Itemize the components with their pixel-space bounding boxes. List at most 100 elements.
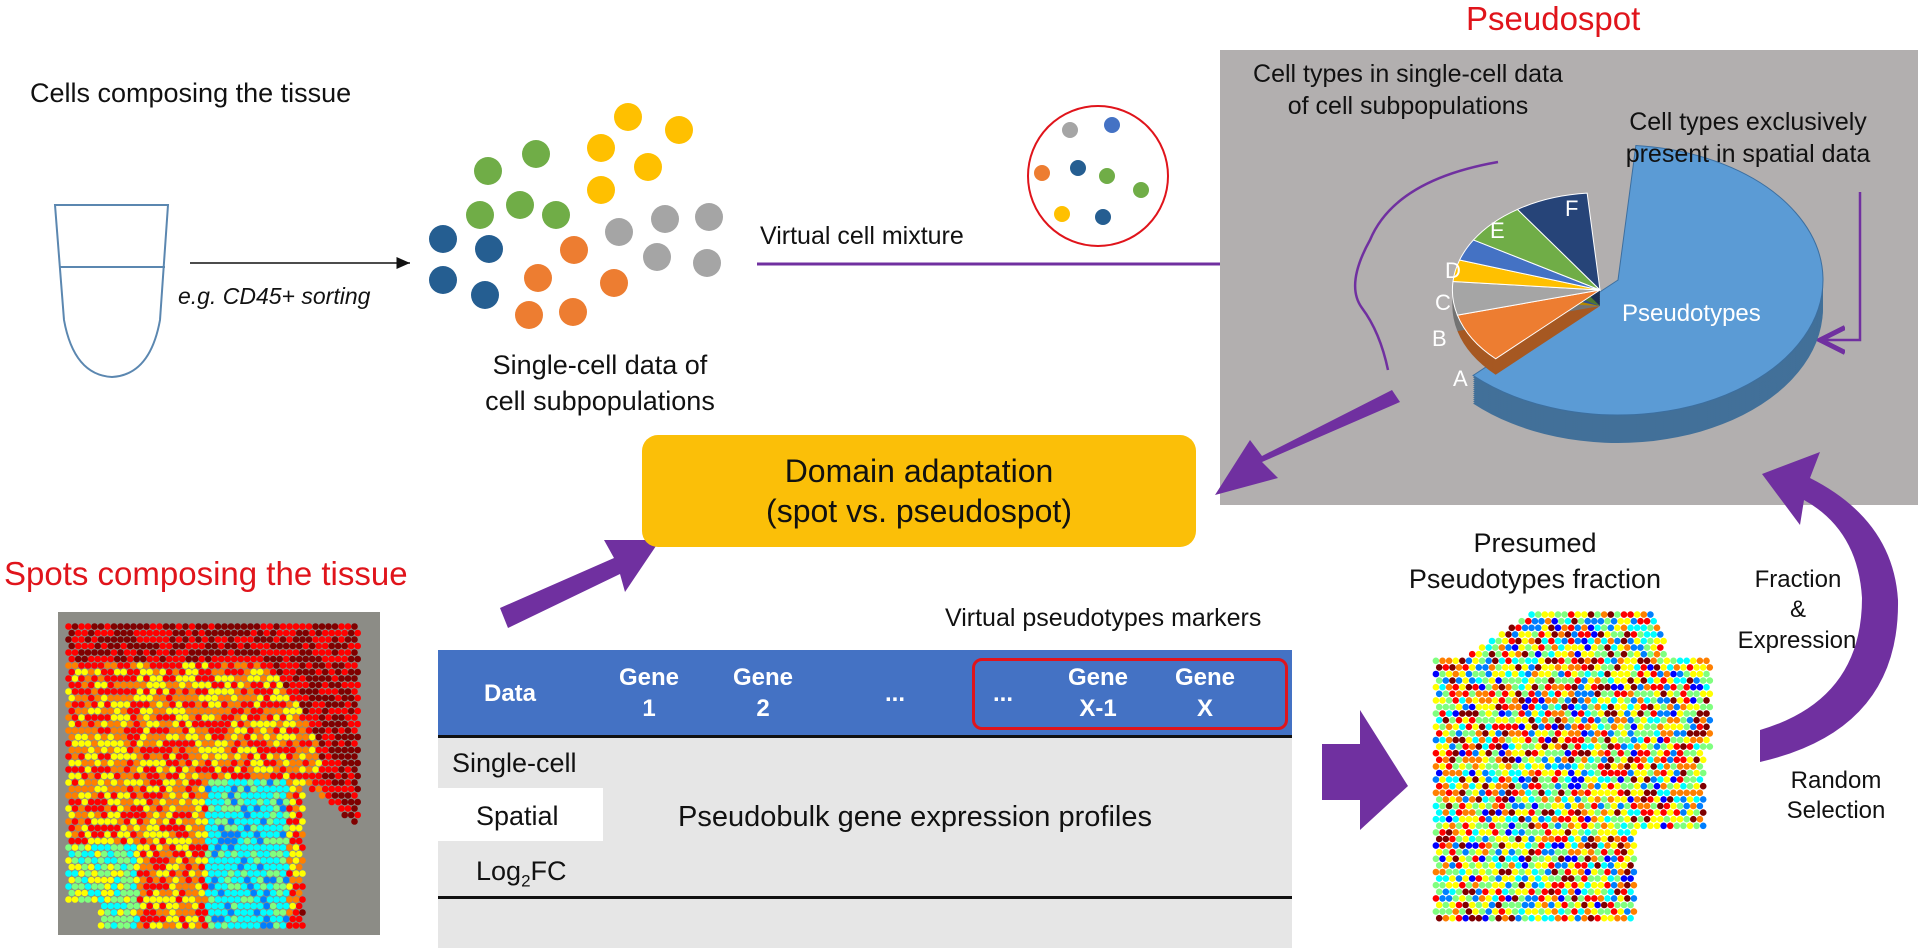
tissue-spot [237,694,244,702]
fraction-spot [1620,756,1628,764]
tissue-spot [97,688,105,695]
tissue-spot [182,857,189,864]
tissue-spot [204,759,212,767]
fraction-spot [1505,763,1512,770]
fraction-spot [1544,683,1552,691]
fraction-spot [1624,749,1631,757]
fraction-spot [1693,796,1700,803]
fraction-spot [1614,901,1621,909]
fraction-spot [1564,802,1572,810]
tissue-spot [74,759,82,767]
tissue-spot [237,668,244,676]
fraction-spot [1614,796,1621,803]
tissue-spot [279,740,287,747]
tissue-spot [143,675,150,682]
fraction-spot [1670,789,1677,797]
fraction-spot [1706,716,1714,724]
tissue-spot [260,779,267,786]
fraction-spot [1538,683,1545,691]
tissue-spot [299,662,306,669]
fraction-spot [1472,710,1479,717]
tissue-spot [302,759,309,767]
fraction-spot [1584,763,1591,770]
tissue-spot [273,649,280,656]
tissue-spot [208,922,215,929]
tissue-spot [276,863,283,871]
tissue-spot [211,915,218,923]
tissue-spot [273,792,280,799]
fraction-spot [1455,716,1463,724]
fraction-spot [1604,683,1611,691]
fraction-spot [1505,670,1512,678]
tissue-spot [214,766,222,773]
tissue-spot [282,863,290,871]
fraction-spot [1485,670,1492,678]
tissue-spot [325,662,332,669]
fraction-spot [1660,743,1667,750]
tissue-spot [208,675,215,682]
tissue-spot [234,792,241,799]
tissue-spot [123,636,131,643]
fraction-spot [1541,835,1549,843]
fraction-spot [1478,789,1486,797]
tissue-spot [156,870,163,877]
fraction-spot [1600,677,1608,684]
fraction-spot [1663,749,1671,757]
tissue-spot [286,883,293,890]
tissue-spot [191,642,199,650]
tissue-spot [256,837,264,845]
fraction-spot [1683,749,1690,757]
tissue-spot [351,675,358,682]
fraction-spot [1604,710,1611,717]
fraction-spot [1683,789,1690,797]
tissue-spot [315,629,323,637]
fraction-spot [1501,888,1509,896]
fraction-spot [1650,683,1657,691]
tissue-spot [243,681,251,689]
fraction-spot [1610,842,1618,849]
fraction-spot [1600,809,1608,816]
fraction-spot [1581,848,1588,856]
tissue-spot [305,636,313,643]
tissue-spot [120,707,127,715]
fraction-spot [1495,835,1502,843]
fraction-spot [1548,677,1555,684]
tissue-spot [214,844,222,851]
fraction-spot [1647,822,1654,830]
tissue-spot [214,883,222,890]
fraction-spot [1587,782,1595,790]
tissue-spot [87,681,95,689]
tissue-spot [136,675,144,682]
tissue-spot [240,675,248,682]
fraction-spot [1604,670,1611,678]
fraction-spot [1508,690,1516,698]
fraction-spot [1541,914,1549,922]
tissue-spot [289,785,296,793]
tissue-spot [117,623,124,630]
tissue-spot [325,714,332,721]
fraction-spot [1666,796,1674,803]
tissue-spot [130,623,137,630]
fraction-spot [1558,644,1565,651]
tissue-spot [172,759,179,767]
tissue-spot [159,876,166,884]
tissue-spot [347,707,355,715]
tissue-spot [81,772,88,780]
tissue-spot [185,889,192,897]
tissue-spot [188,662,196,669]
fraction-spot [1528,664,1535,671]
fraction-spot [1548,690,1555,698]
fraction-spot [1558,842,1565,849]
tissue-spot [123,896,131,903]
fraction-spot [1657,789,1664,797]
tissue-spot [152,811,160,819]
tissue-spot [94,629,101,637]
tissue-spot [325,649,332,656]
tissue-spot [107,720,114,728]
tissue-spot [126,811,134,819]
fraction-spot [1531,776,1539,783]
tissue-spot [302,707,309,715]
tissue-spot [191,902,199,910]
tissue-spot [130,701,137,708]
fraction-spot [1548,730,1555,737]
